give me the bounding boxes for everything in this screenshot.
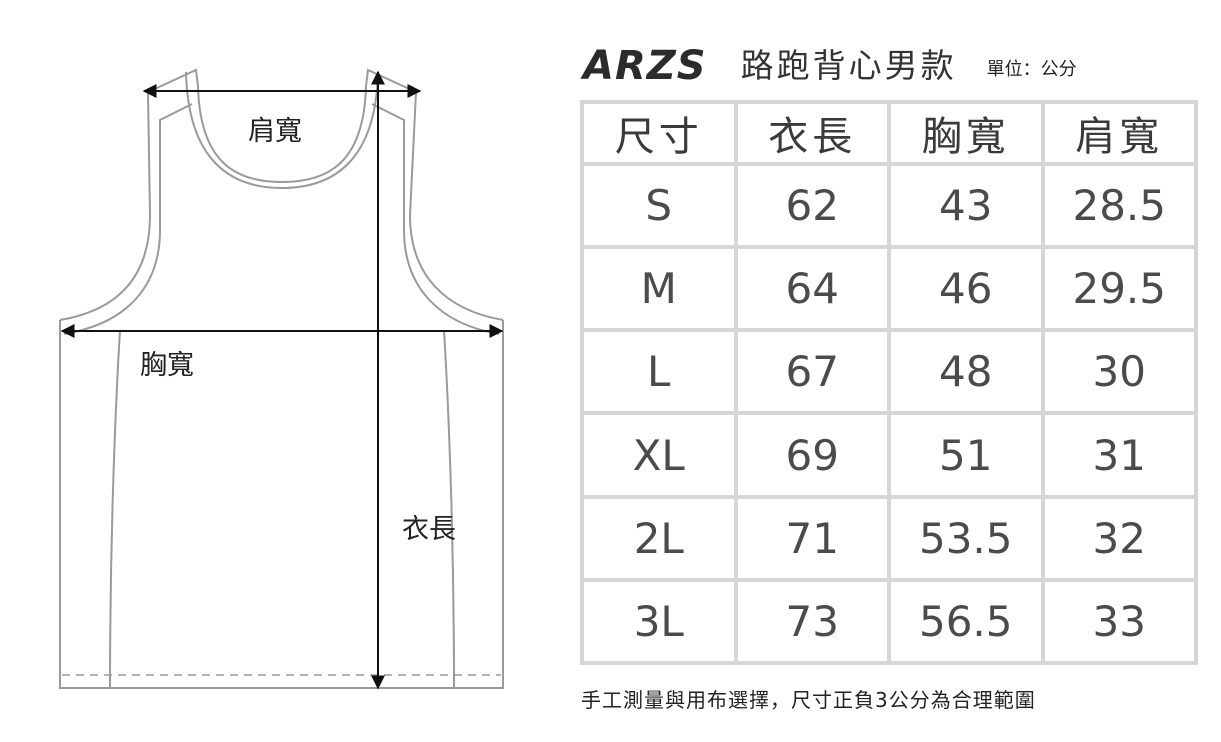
table-cell: 2L (584, 498, 734, 578)
table-cell: 29.5 (1044, 249, 1194, 329)
table-cell: 48 (891, 332, 1041, 412)
table-cell: S (584, 166, 734, 246)
table-row: 2L 71 53.5 32 (584, 498, 1194, 578)
header-cell: 肩寬 (1044, 104, 1194, 162)
table-cell: L (584, 332, 734, 412)
table-cell: 3L (584, 581, 734, 661)
table-cell: 53.5 (891, 498, 1041, 578)
table-row: L 67 48 30 (584, 332, 1194, 412)
tank-top-outline (59, 68, 504, 690)
table-cell: M (584, 249, 734, 329)
table-cell: 71 (737, 498, 887, 578)
brand-logo: ARZS (583, 43, 707, 89)
header-cell: 衣長 (737, 104, 887, 162)
table-cell: XL (584, 415, 734, 495)
table-cell: 33 (1044, 581, 1194, 661)
table-cell: 56.5 (891, 581, 1041, 661)
brand-header: ARZS 路跑背心男款 單位：公分 (583, 38, 1077, 88)
unit-label: 單位：公分 (986, 59, 1077, 80)
table-cell: 73 (737, 581, 887, 661)
table-cell: 69 (737, 415, 887, 495)
chest-width-label: 胸寬 (140, 350, 194, 381)
table-row: S 62 43 28.5 (584, 166, 1194, 246)
table-row: XL 69 51 31 (584, 415, 1194, 495)
table-cell: 46 (891, 249, 1041, 329)
table-cell: 51 (891, 415, 1041, 495)
size-table: 尺寸 衣長 胸寬 肩寬 S 62 43 28.5 M 64 46 29.5 L … (580, 100, 1198, 665)
table-cell: 62 (737, 166, 887, 246)
table-cell: 30 (1044, 332, 1194, 412)
product-title: 路跑背心男款 (740, 46, 957, 85)
shoulder-width-label: 肩寬 (248, 116, 302, 147)
table-header-row: 尺寸 衣長 胸寬 肩寬 (584, 104, 1194, 162)
table-row: 3L 73 56.5 33 (584, 581, 1194, 661)
footnote: 手工測量與用布選擇，尺寸正負3公分為合理範圍 (581, 688, 1036, 712)
table-cell: 28.5 (1044, 166, 1194, 246)
tank-top-diagram: 肩寬 胸寬 衣長 (0, 0, 560, 738)
table-cell: 67 (737, 332, 887, 412)
body-length-label: 衣長 (402, 514, 456, 545)
table-cell: 31 (1044, 415, 1194, 495)
table-cell: 43 (891, 166, 1041, 246)
table-row: M 64 46 29.5 (584, 249, 1194, 329)
header-cell: 尺寸 (584, 104, 734, 162)
header-cell: 胸寬 (891, 104, 1041, 162)
table-cell: 32 (1044, 498, 1194, 578)
table-cell: 64 (737, 249, 887, 329)
